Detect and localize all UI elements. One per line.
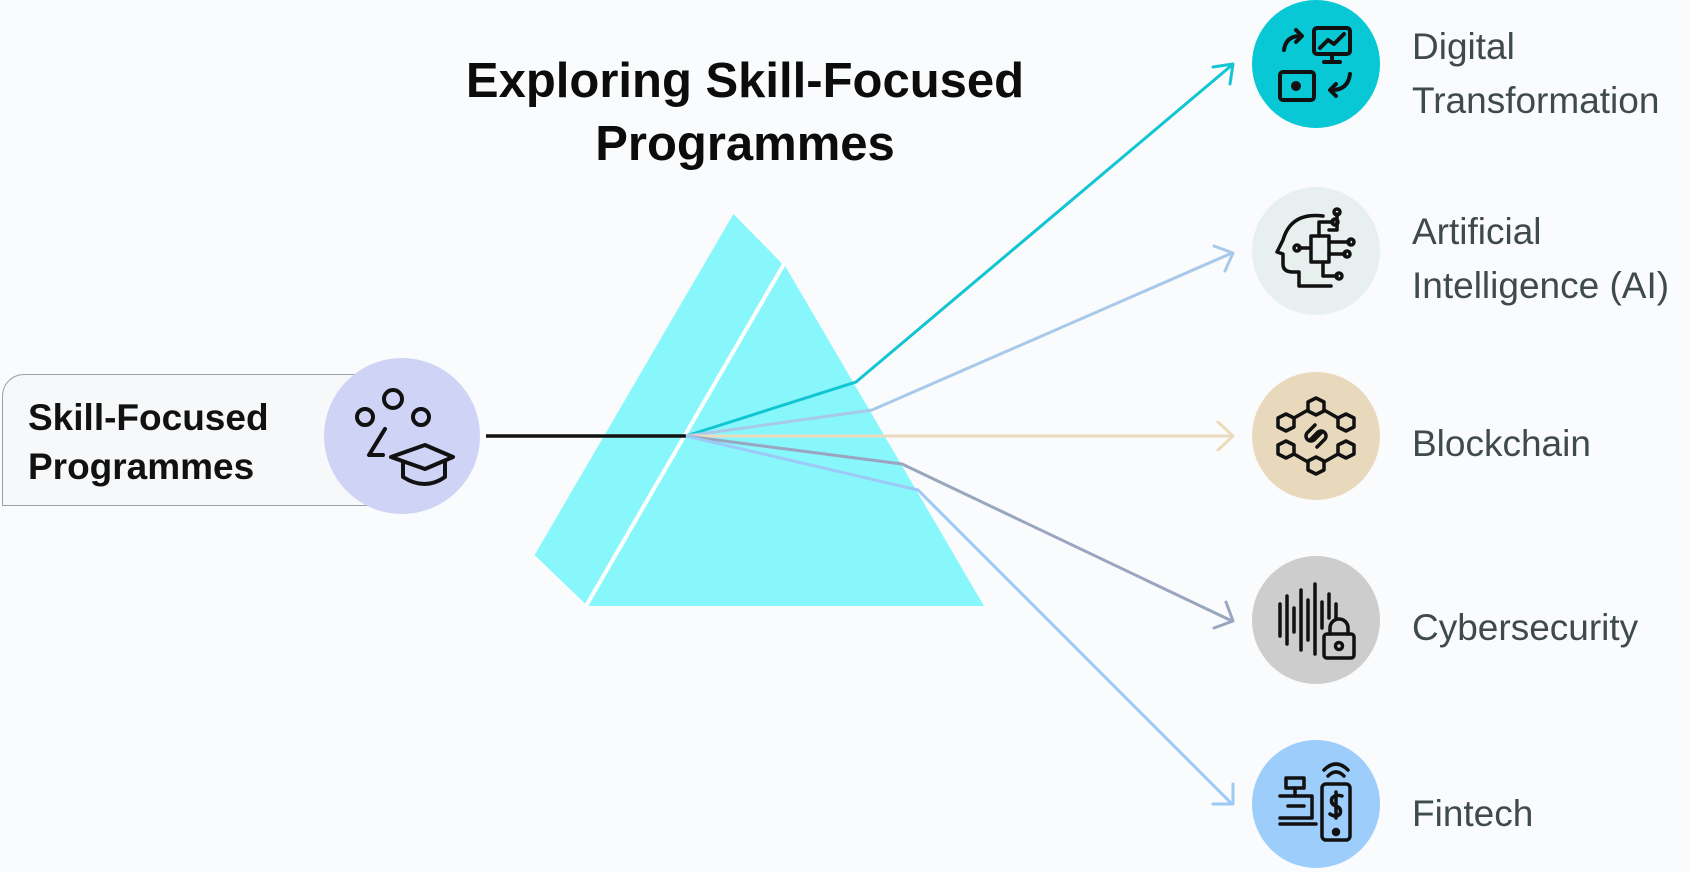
blockchain-cubes-icon [1276,396,1356,476]
source-label: Skill-Focused Programmes [28,397,269,487]
beam-blockchain [686,420,1235,452]
source-node [324,358,480,514]
ai-head-circuit-icon [1275,207,1356,288]
node-blockchain [1252,372,1380,500]
beam-digital-transformation [685,62,1235,438]
soundwave-lock-icon [1278,582,1356,660]
prism-edge-top [733,212,785,265]
team-graduation-cap-icon [355,388,455,486]
prism-edge-bottom [533,555,587,607]
node-fintech [1252,740,1380,868]
pos-mobile-payment-icon [1278,762,1352,842]
label-cybersecurity: Cybersecurity [1412,607,1639,648]
beam-fintech [685,434,1235,806]
diagram-title: Exploring Skill-Focused Programmes [465,54,1025,171]
node-digital-transformation [1252,0,1380,128]
label-artificial-intelligence: Artificial Intelligence (AI) [1412,211,1670,306]
beam-artificial-intelligence [685,244,1235,438]
prism-back-face [534,213,784,606]
transformation-monitor-icon [1278,26,1352,102]
label-digital-transformation: Digital Transformation [1412,26,1660,121]
node-artificial-intelligence [1252,187,1380,315]
node-cybersecurity [1252,556,1380,684]
label-blockchain: Blockchain [1412,423,1591,464]
label-fintech: Fintech [1412,793,1534,834]
beam-cybersecurity [685,434,1235,630]
